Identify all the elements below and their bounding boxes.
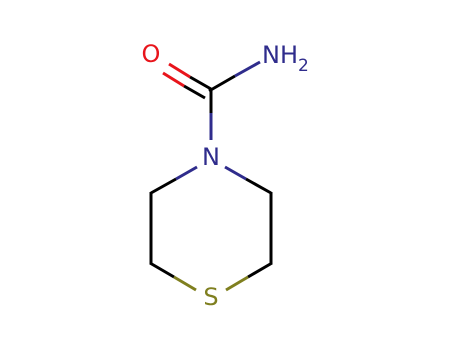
ring-bond-c-s-left-c xyxy=(149,261,175,279)
ring-bond-n-c-right-c xyxy=(245,177,272,195)
ring-bond-c-s-right-c xyxy=(247,261,273,279)
ring-bond-n-c-left-n xyxy=(175,165,198,181)
amide-c-n-bond-n xyxy=(234,60,261,78)
oxygen-atom-label: O xyxy=(142,40,161,68)
ring-bond-c-s-right xyxy=(225,261,273,292)
amine-atom-label: NH xyxy=(262,41,298,69)
carbonyl-double-bond xyxy=(162,62,212,100)
ring-bond-n-c-left xyxy=(150,165,198,195)
ring-bond-n-c-left-c xyxy=(150,177,177,195)
carbonyl-bond-line-2-o xyxy=(162,71,185,88)
ring-bond-c-s-left-s xyxy=(173,275,197,292)
carbonyl-bond-line-1-c xyxy=(189,75,212,91)
ring-nitrogen-atom-label: N xyxy=(202,143,220,171)
carbonyl-bond-line-2-c xyxy=(183,84,206,100)
amine-subscript-label: 2 xyxy=(298,56,309,76)
ring-bond-c-s-right-s xyxy=(225,275,249,292)
ring-bond-n-c-right-n xyxy=(224,165,247,181)
carbonyl-bond-line-1-o xyxy=(168,62,191,79)
amide-c-n-bond-c xyxy=(208,74,236,93)
sulfur-atom-label: S xyxy=(203,283,218,311)
ring-bond-c-s-left xyxy=(149,261,197,292)
amide-c-n-bond xyxy=(208,60,261,93)
ring-bond-n-c-right xyxy=(224,165,272,195)
